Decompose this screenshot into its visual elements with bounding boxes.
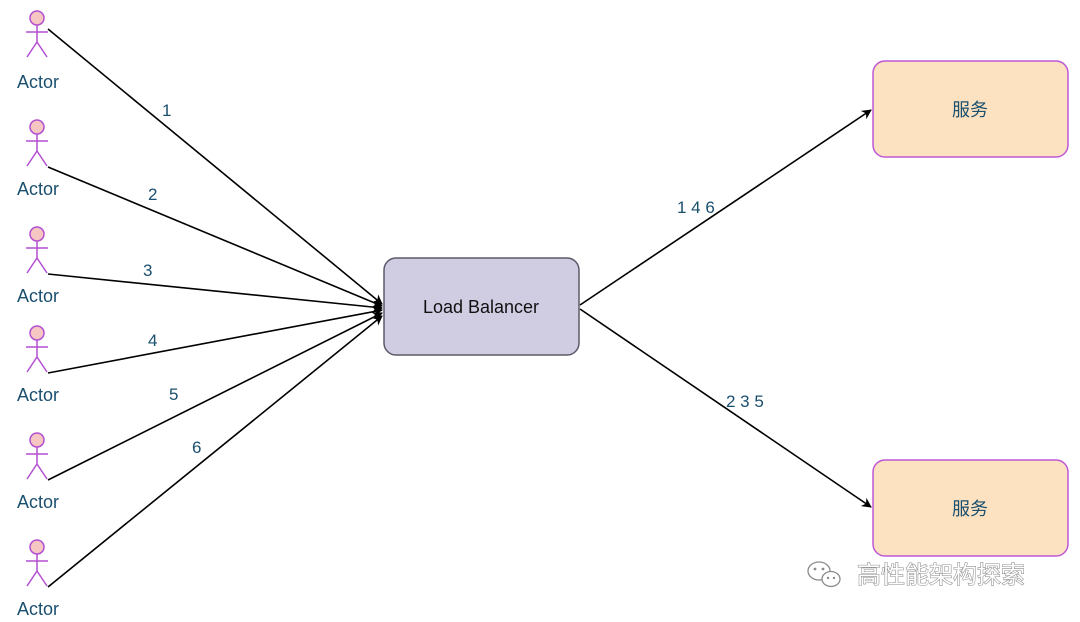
request-edge-label-4: 4	[148, 331, 157, 350]
request-edge-label-6: 6	[192, 438, 201, 457]
service-box-bottom	[872, 459, 1069, 557]
service-node-top[interactable]: 服务	[872, 60, 1069, 158]
watermark: 高性能架构探索	[807, 560, 1026, 590]
actor-head	[29, 325, 45, 341]
route-edge-label-bottom: 2 3 5	[726, 392, 764, 411]
actor-label-2: Actor	[17, 179, 59, 199]
actor-head	[29, 226, 45, 242]
actor-label-4: Actor	[17, 385, 59, 405]
request-edge-2	[47, 166, 383, 308]
actor-4[interactable]	[26, 325, 48, 373]
actor-head	[29, 539, 45, 555]
route-edge-bottom	[579, 308, 872, 508]
actor-label-1: Actor	[17, 72, 59, 92]
service-box-top	[872, 60, 1069, 158]
route-edges: 1 4 6 2 3 5	[579, 109, 872, 508]
service-node-bottom[interactable]: 服务	[872, 459, 1069, 557]
watermark-text: 高性能架构探索	[857, 561, 1025, 589]
actor-2[interactable]	[26, 119, 48, 167]
load-balancer-box	[383, 257, 580, 356]
request-edge-label-3: 3	[143, 261, 152, 280]
actors: Actor Actor Actor Actor	[17, 10, 59, 619]
actor-label-3: Actor	[17, 286, 59, 306]
service-label-bottom: 服务	[952, 499, 988, 520]
request-edge-label-1: 1	[162, 101, 171, 120]
request-edge-4	[47, 306, 383, 374]
actor-label-6: Actor	[17, 599, 59, 619]
route-edge-top	[579, 109, 872, 306]
load-balancer-node[interactable]: Load Balancer	[383, 257, 580, 356]
actor-1[interactable]	[26, 10, 48, 58]
request-edge-1	[47, 28, 383, 305]
request-edges: 1 2 3 4 5 6	[47, 28, 383, 588]
load-balancer-label: Load Balancer	[423, 297, 539, 317]
actor-head	[29, 119, 45, 135]
actor-label-5: Actor	[17, 492, 59, 512]
actor-head	[29, 432, 45, 448]
route-edge-label-top: 1 4 6	[677, 198, 715, 217]
service-label-top: 服务	[952, 100, 988, 121]
request-edge-6	[47, 315, 383, 588]
wechat-icon	[807, 561, 841, 588]
request-edge-5	[47, 312, 383, 481]
request-edge-3	[47, 273, 383, 313]
actor-head	[29, 10, 45, 26]
actor-5[interactable]	[26, 432, 48, 480]
actor-6[interactable]	[26, 539, 48, 587]
request-edge-label-2: 2	[148, 185, 157, 204]
actor-3[interactable]	[26, 226, 48, 274]
request-edge-label-5: 5	[169, 385, 178, 404]
